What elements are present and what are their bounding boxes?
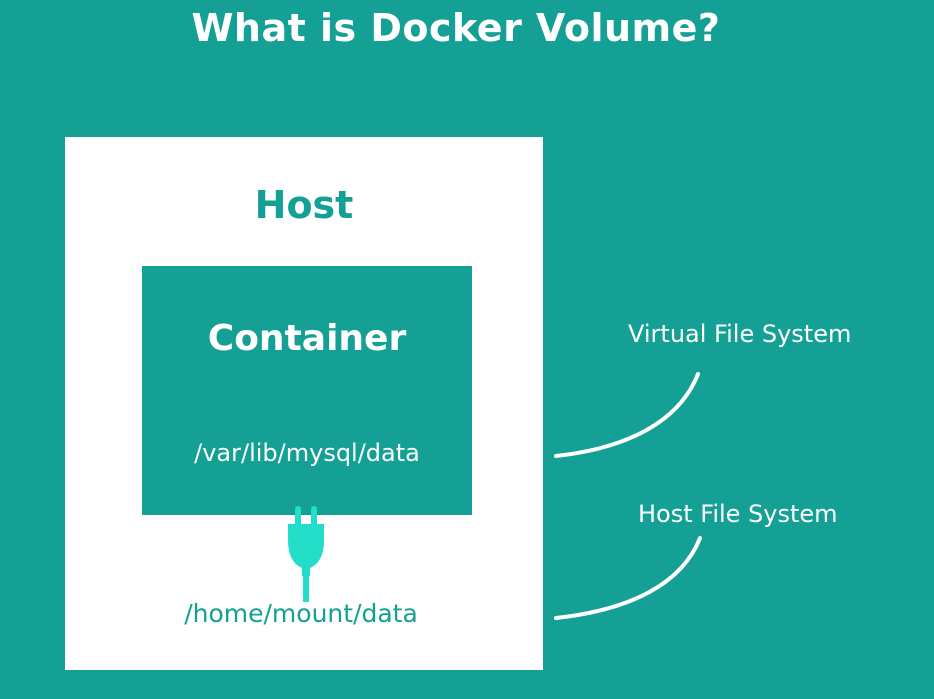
plug-icon <box>288 506 324 602</box>
host-box: Host Container /var/lib/mysql/data /home… <box>65 137 543 670</box>
virtual-file-system-curve <box>554 372 700 458</box>
virtual-file-system-label: Virtual File System <box>628 320 852 348</box>
page-title: What is Docker Volume? <box>191 6 721 50</box>
container-path: /var/lib/mysql/data <box>194 439 420 467</box>
host-mount-path: /home/mount/data <box>184 599 418 628</box>
container-box: Container /var/lib/mysql/data <box>142 266 472 515</box>
host-label: Host <box>254 183 354 227</box>
host-file-system-label: Host File System <box>638 500 838 528</box>
container-label: Container <box>207 318 407 359</box>
host-file-system-curve <box>554 536 702 620</box>
